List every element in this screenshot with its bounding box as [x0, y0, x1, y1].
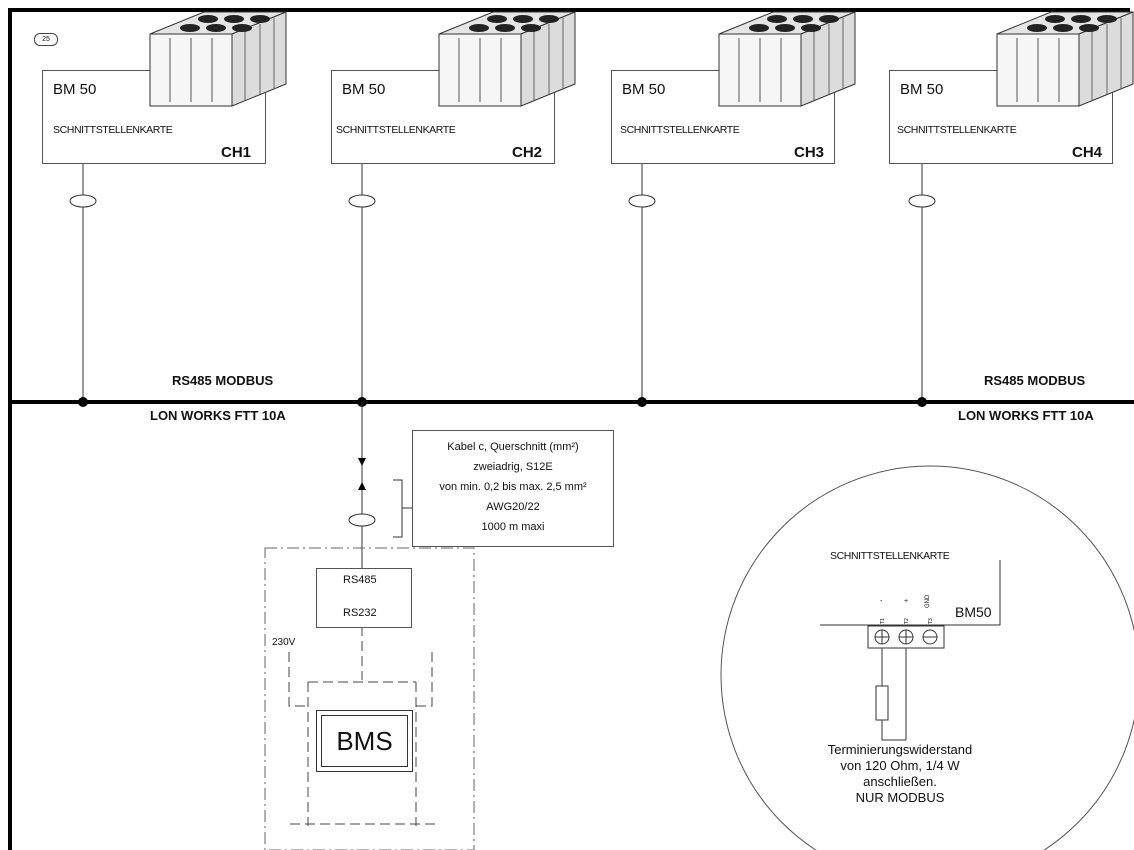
chiller-unit-ch4: BM 50 SCHNITTSTELLENKARTE CH4 [889, 70, 1113, 164]
termination-note-line: von 120 Ohm, 1/4 W [840, 758, 960, 773]
svg-text:T2: T2 [904, 618, 910, 624]
cable-spec-line: von min. 0,2 bis max. 2,5 mm² [439, 481, 587, 493]
gateway-rs485-label: RS485 [343, 574, 377, 586]
gateway-rs232-label: RS232 [343, 607, 377, 619]
bus-node-ch3 [637, 397, 647, 407]
unit-id: CH1 [221, 144, 252, 161]
termination-note-line: anschließen. [863, 774, 937, 789]
cable-spec-line: AWG20/22 [486, 501, 540, 513]
terminal-gnd-mark: GND [925, 594, 931, 608]
bus-label-left-bottom: LON WORKS FTT 10A [150, 408, 286, 423]
bus-label-right-bottom: LON WORKS FTT 10A [958, 408, 1094, 423]
unit-card-label: SCHNITTSTELLENKARTE [53, 124, 173, 136]
unit-board-label: BM 50 [900, 81, 944, 98]
page-number-badge: 25 [34, 33, 58, 46]
termination-note-line: Terminierungswiderstand [827, 742, 973, 757]
bus-node-ch1 [78, 397, 88, 407]
cable-spec-line: 1000 m maxi [481, 521, 545, 533]
unit-card-label: SCHNITTSTELLENKARTE [897, 124, 1017, 136]
termination-note-line: NUR MODBUS [855, 790, 945, 805]
cable-spec-box: Kabel c, Querschnitt (mm²) zweiadrig, S1… [412, 430, 614, 547]
bus-label-right-top: RS485 MODBUS [984, 373, 1086, 388]
detail-board-label: BM50 [955, 604, 992, 620]
bms-label: BMS [321, 715, 408, 767]
cable-spec-line: zweiadrig, S12E [473, 461, 553, 473]
svg-text:T1: T1 [880, 618, 886, 624]
unit-board-label: BM 50 [342, 81, 386, 98]
detail-card-label: SCHNITTSTELLENKARTE [830, 550, 950, 562]
cable-spec-line: Kabel c, Querschnitt (mm²) [447, 441, 579, 453]
unit-id: CH4 [1072, 144, 1103, 161]
bms-box: BMS [316, 710, 413, 772]
bus-node-ch4 [917, 397, 927, 407]
unit-id: CH3 [794, 144, 825, 161]
bus-label-left-top: RS485 MODBUS [172, 373, 274, 388]
unit-id: CH2 [512, 144, 543, 161]
diagram-frame [8, 8, 1130, 850]
unit-board-label: BM 50 [53, 81, 97, 98]
voltage-label: 230V [272, 637, 296, 648]
unit-card-label: SCHNITTSTELLENKARTE [336, 124, 456, 136]
chiller-unit-ch3: BM 50 SCHNITTSTELLENKARTE CH3 [611, 70, 835, 164]
terminal-minus-mark: - [880, 598, 883, 605]
svg-text:T3: T3 [928, 618, 934, 624]
unit-board-label: BM 50 [622, 81, 666, 98]
gateway-box: RS485 RS232 [316, 568, 412, 628]
unit-card-label: SCHNITTSTELLENKARTE [620, 124, 740, 136]
chiller-unit-ch1: BM 50 SCHNITTSTELLENKARTE CH1 [42, 70, 266, 164]
terminal-plus-mark: + [904, 598, 909, 605]
termination-note: Terminierungswiderstand von 120 Ohm, 1/4… [790, 742, 1010, 806]
chiller-unit-ch2: BM 50 SCHNITTSTELLENKARTE CH2 [331, 70, 555, 164]
